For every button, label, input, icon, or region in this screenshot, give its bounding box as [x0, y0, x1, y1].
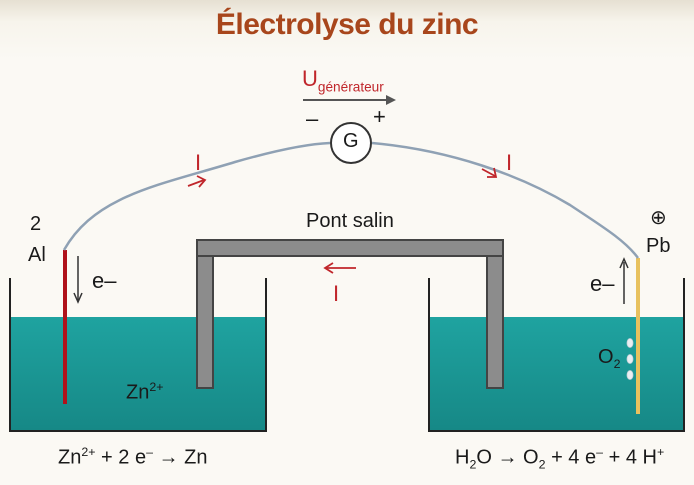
- right-electrode-rod: [636, 258, 640, 414]
- right-beaker: [428, 278, 685, 432]
- current-arrow-left: [187, 175, 207, 188]
- oxygen-label: O2: [598, 346, 621, 371]
- zinc-ion-label: Zn2+: [126, 380, 164, 404]
- right-electron-label: e–: [590, 271, 615, 296]
- salt-bridge: [196, 239, 504, 389]
- generator-plus: +: [373, 104, 386, 129]
- left-electron-label: e–: [92, 268, 117, 293]
- electron-arrow-right: [619, 257, 629, 304]
- cathode-equation: Zn2+ + 2 e– → Zn: [58, 445, 208, 469]
- left-electrode-sign: 2: [30, 213, 42, 235]
- current-label-right: I: [506, 150, 513, 175]
- generator-symbol: G: [343, 130, 359, 152]
- anode-plus-symbol: ⊕: [650, 207, 667, 229]
- page-title: Électrolyse du zinc: [215, 8, 479, 41]
- salt-bridge-label: Pont salin: [306, 210, 394, 232]
- left-electrode-rod: [63, 250, 67, 404]
- current-label-bridge: I: [333, 281, 340, 306]
- tension-label: Ugénérateur: [302, 66, 384, 95]
- generator-circle: [330, 122, 372, 164]
- wire-right: [371, 141, 640, 259]
- left-electrode-metal: Al: [28, 244, 46, 266]
- electron-arrow-left: [73, 256, 83, 304]
- left-beaker: [9, 278, 267, 432]
- tension-arrow-head: [386, 95, 396, 105]
- current-label-left: I: [195, 150, 202, 175]
- current-arrow-right: [481, 167, 498, 178]
- right-solution: [429, 317, 684, 431]
- current-arrow-bridge: [323, 262, 356, 274]
- right-electrode-metal: Pb: [646, 235, 671, 257]
- oxygen-bubbles: [626, 338, 634, 380]
- generator-minus: –: [306, 106, 319, 131]
- wire-left: [62, 141, 331, 251]
- anode-equation: H2O → O2 + 4 e– + 4 H+: [455, 445, 665, 472]
- left-solution: [10, 317, 266, 431]
